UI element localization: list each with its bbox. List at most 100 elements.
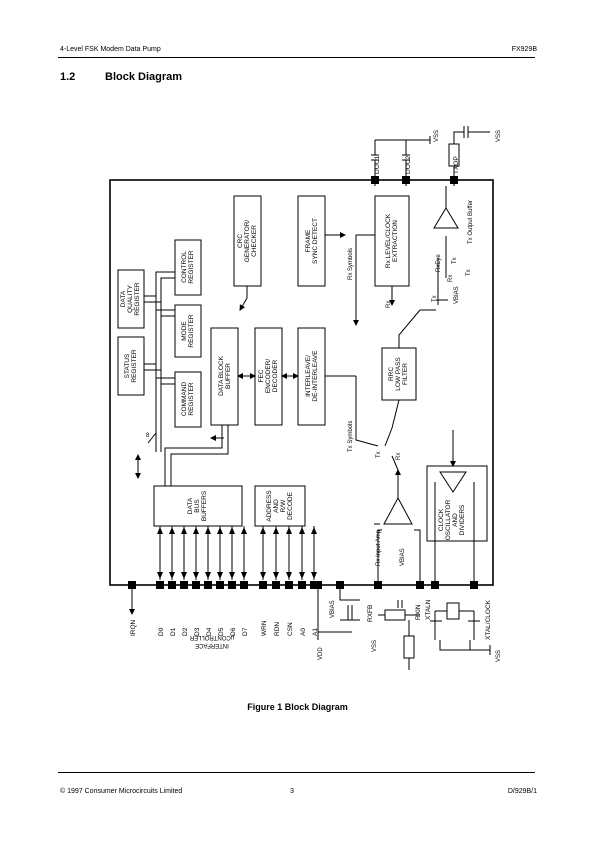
data-pin-label-5: D5 (218, 627, 225, 636)
rrc-out (398, 309, 421, 348)
figure-caption: Figure 1 Block Diagram (247, 702, 348, 712)
svg-text:Rx LEVEL/CLOCKEXTRACTION: Rx LEVEL/CLOCKEXTRACTION (385, 213, 399, 268)
data-pin-4 (204, 581, 212, 589)
rx-label-b: Rx (448, 275, 454, 282)
tx-output-buffer (433, 207, 459, 229)
crystal (446, 602, 460, 620)
fec-label-2: ENCODER/ (265, 359, 272, 394)
data-arrow-up-5 (217, 527, 223, 534)
cmd-bus (156, 377, 175, 385)
bus-line-b (170, 425, 229, 486)
bus-width-label: 8 (146, 433, 150, 439)
addr-label-1: ADDRESS (266, 490, 273, 522)
data-arrow-down-7 (241, 572, 247, 579)
rx-resistor (384, 609, 406, 621)
data-bus-buffers-block (153, 485, 243, 527)
vbias-label-b: VBIAS (400, 548, 406, 566)
ctrl-pin-label-0: WRN (261, 620, 268, 636)
ctrl-arrow-up-2 (286, 527, 292, 534)
mode-register-block (174, 304, 202, 358)
status-label-1: STATUS (124, 353, 131, 378)
pin-xtaln (431, 581, 439, 589)
clk-label-4: DIVIDERS (459, 504, 466, 535)
pin-labels: IRQN DOC1 DOC2 TXOP RXFB RXIN XTALN XTAL… (130, 156, 492, 640)
clock-oscillator-block (426, 465, 488, 542)
svg-text:FECENCODER/DECODER: FECENCODER/DECODER (258, 359, 279, 394)
tx-label-c: Tx (466, 269, 472, 276)
data-arrow-down-3 (193, 572, 199, 579)
pin-txop (450, 176, 458, 184)
clock-pins (434, 482, 475, 585)
crc-label-1: CRC (237, 234, 244, 248)
data-arrow-up-7 (241, 527, 247, 534)
rx-input-amp-label: Rx Input Amp (376, 529, 382, 566)
vss-label-d: VSS (372, 640, 378, 652)
ctrl-bus-a (155, 271, 175, 452)
rx-label-c: Rx (396, 453, 402, 460)
header-rule (58, 57, 535, 58)
command-register-block (174, 371, 202, 428)
header-left: 4-Level FSK Modem Data Pump (60, 46, 161, 53)
ctrl-arrow-up-4 (311, 527, 317, 534)
vss-label-c: VSS (496, 650, 502, 662)
header-right: FX929B (511, 46, 537, 53)
svg-text:COMMANDREGISTER: COMMANDREGISTER (181, 382, 195, 417)
data-arrow-up-1 (169, 527, 175, 534)
data-pin-5 (216, 581, 224, 589)
dbb2-label-2: BUS (194, 499, 201, 513)
pin-rxfb-label: RXFB (367, 605, 374, 622)
ctrl-pin-label-1: RDN (274, 622, 281, 636)
ctrl-pin-0 (259, 581, 267, 589)
vss-label-a: VSS (434, 130, 440, 142)
data-arrow-up-3 (193, 527, 199, 534)
data-pin-0 (156, 581, 164, 589)
bus-line-a (164, 425, 223, 486)
crc-label-3: CHECKER (251, 225, 258, 257)
ctrl-arrow-down-2 (286, 572, 292, 579)
rrc-label-1: RRC (388, 367, 395, 381)
data-pin-label-7: D7 (242, 627, 249, 636)
dbb2-label-3: BUFFERS (201, 490, 208, 521)
crystal-leads (430, 610, 480, 622)
addr-label-3: R/W (280, 499, 287, 513)
dbb2-label-1: DATA (187, 497, 194, 514)
ctrl-arrow-up-3 (299, 527, 305, 534)
control-label-1: CONTROL (181, 251, 188, 283)
pin-vdd (314, 581, 322, 589)
data-arrow-down-0 (157, 572, 163, 579)
data-arrow-up-4 (205, 527, 211, 534)
data-pin-3 (192, 581, 200, 589)
data-arrow-down-6 (229, 572, 235, 579)
mode-bus (156, 309, 175, 317)
level-label-2: EXTRACTION (392, 220, 399, 262)
ctrl-pin-label-4: A1 (312, 628, 319, 636)
pin-xtaln-label: XTALN (425, 599, 432, 620)
level-label-1: Rx LEVEL/CLOCK (385, 213, 392, 268)
section-title: Block Diagram (105, 71, 183, 83)
data-arrow-up-6 (229, 527, 235, 534)
pin-doc1 (371, 176, 379, 184)
data-pin-label-1: D1 (170, 627, 177, 636)
dq-label-2: QUALITY (127, 284, 134, 312)
rx-eye-label: RxEye (436, 254, 442, 272)
ctrl-arrow-down-0 (260, 572, 266, 579)
data-pin-2 (180, 581, 188, 589)
tx-label-b: Tx (452, 257, 458, 264)
block-labels: DATAQUALITYREGISTER CONTROLREGISTER MODE… (120, 213, 466, 540)
frame-label-2: SYNC DETECT (312, 218, 319, 264)
rx-amp-link (391, 455, 399, 471)
inter-label-1: INTERLEAVE/ (305, 355, 312, 397)
svg-text:DATABUSBUFFERS: DATABUSBUFFERS (187, 490, 208, 521)
pin-xtal-label: XTAL/CLOCK (485, 599, 492, 640)
command-label-1: COMMAND (181, 382, 188, 417)
pin-doc2-label: DOC2 (405, 156, 412, 174)
svg-text:CLOCKOSCILLATORANDDIVIDERS: CLOCKOSCILLATORANDDIVIDERS (438, 499, 466, 540)
uc-label: µCONTROLLER (189, 634, 234, 640)
status-label-2: REGISTER (131, 349, 138, 383)
data-arrow-up-0 (157, 527, 163, 534)
pin-doc1-label: DOC1 (374, 156, 381, 174)
ctrl-arrow-up-1 (273, 527, 279, 534)
control-register-block (174, 239, 202, 296)
